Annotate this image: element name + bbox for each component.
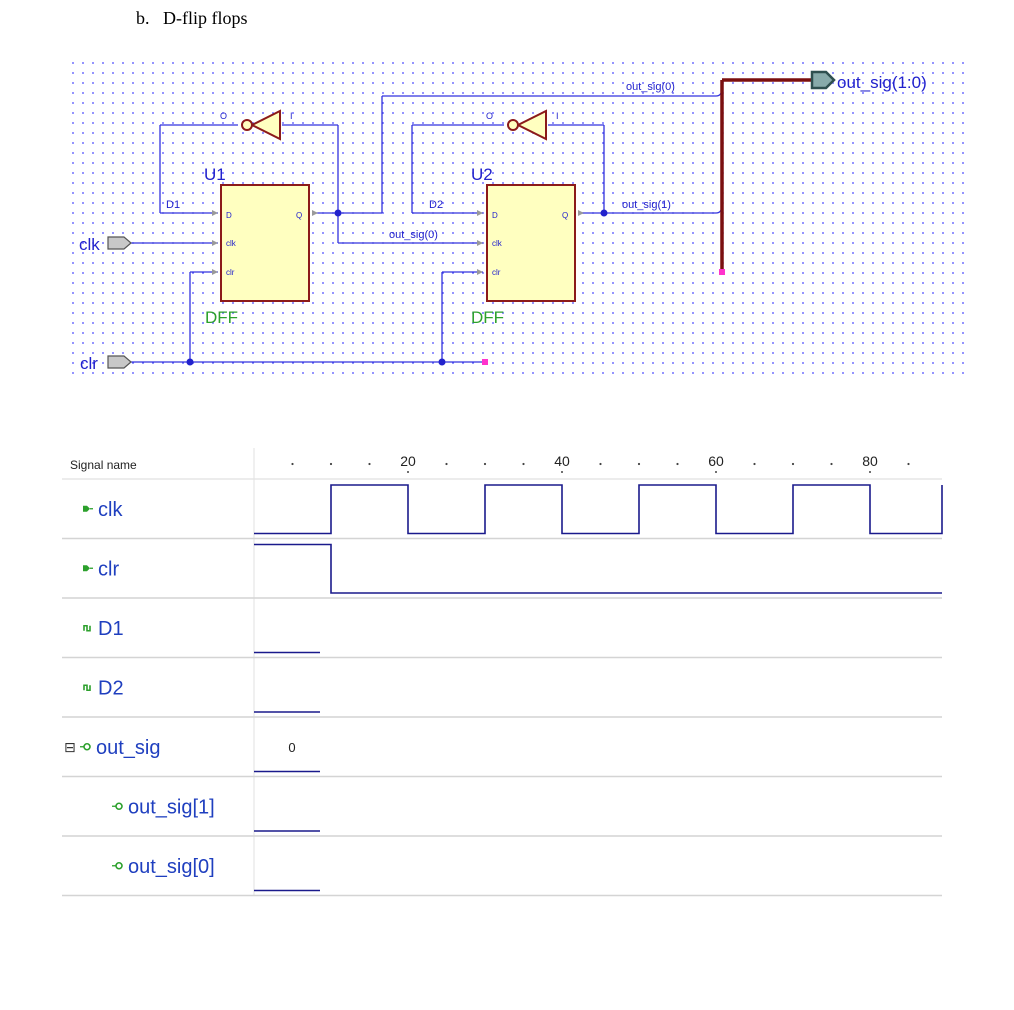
dff-u1-type-label: DFF [205, 308, 238, 327]
inverter-2-in-pin: I [556, 111, 559, 121]
signal-name: out_sig[0] [128, 856, 215, 878]
clr-waveform [254, 543, 942, 594]
inverter-1-out-pin: O [220, 111, 227, 121]
dff-u1[interactable]: U1 DFF D clk clr Q [204, 165, 310, 327]
port-clk-label: clk [79, 235, 100, 254]
internal-signal-icon [83, 624, 91, 632]
port-clr[interactable]: clr [80, 354, 132, 373]
time-tick-dot [830, 462, 833, 466]
dff-u1-clk-pin: clk [226, 239, 237, 248]
signal-name: D1 [98, 618, 124, 640]
signal-row-out_sig1[interactable]: out_sig[1] [112, 796, 215, 818]
time-tick-mark [407, 471, 409, 473]
signal-name: out_sig [96, 737, 161, 759]
time-tick-dot [368, 462, 371, 466]
clk-waveform [254, 484, 943, 535]
dff-u1-q-pin: Q [296, 211, 302, 220]
time-tick-dot [753, 462, 756, 466]
time-tick-dot [907, 462, 910, 466]
dff-u2-clk-pin: clk [492, 239, 503, 248]
output-icon [83, 742, 91, 751]
time-tick-mark [869, 471, 871, 473]
time-tick-dot [637, 462, 641, 466]
schematic-diagram: U1 DFF D clk clr Q U2 DFF D clk clr Q O … [70, 62, 965, 380]
dff-u2-clr-pin: clr [492, 268, 501, 277]
port-clr-label: clr [80, 354, 98, 373]
time-tick-mark [715, 471, 717, 473]
net-labels: D1 D2 out_sig(0) out_sig(0) out_sig(1) [166, 81, 675, 241]
pin-arrows [212, 210, 584, 275]
signal-name: out_sig[1] [128, 796, 215, 818]
signal-waveforms: 0 [254, 484, 943, 892]
signal-name: clr [98, 558, 119, 580]
dff-u2-q-pin: Q [562, 211, 568, 220]
port-out-sig[interactable]: out_sig(1:0) [810, 70, 927, 92]
dff-u1-clr-pin: clr [226, 268, 235, 277]
net-label-out1: out_sig(1) [622, 199, 671, 211]
time-ruler: 20 40 60 80 [291, 453, 910, 473]
dff-u1-d-pin: D [226, 211, 232, 220]
input-icon [83, 565, 90, 572]
port-out-sig-label: out_sig(1:0) [837, 73, 927, 92]
time-tick-dot [791, 462, 795, 466]
signal-name: clk [98, 499, 123, 521]
signal-row-out_sig0[interactable]: out_sig[0] [112, 856, 215, 878]
output-bus [720, 78, 812, 272]
section-caption: b. D-flip flops [136, 8, 248, 28]
time-tick-label: 20 [400, 453, 416, 469]
time-tick-dot [291, 462, 294, 466]
signal-row-D1[interactable]: D1 [83, 618, 124, 640]
dff-u2-d-pin: D [492, 211, 498, 220]
dff-u1-instance-name: U1 [204, 165, 226, 184]
time-tick-dot [676, 462, 679, 466]
time-tick-dot [522, 462, 525, 466]
net-end-marker [482, 359, 488, 365]
net-label-out0-top: out_sig(0) [626, 81, 675, 93]
wires [130, 95, 716, 363]
dff-u2-instance-name: U2 [471, 165, 493, 184]
dff-u2[interactable]: U2 DFF D clk clr Q [471, 165, 576, 327]
signal-row-clk[interactable]: clk [83, 499, 123, 521]
output-icon [115, 861, 123, 870]
inverter-2-out-pin: O [486, 111, 493, 121]
time-tick-mark [561, 471, 563, 473]
port-clk[interactable]: clk [79, 235, 132, 254]
net-label-out0-mid: out_sig(0) [389, 229, 438, 241]
junction-dots [186, 209, 608, 366]
inverter-1[interactable]: O I [220, 109, 293, 141]
waveform-grid [62, 448, 942, 897]
dff-u2-type-label: DFF [471, 308, 504, 327]
net-label-d2: D2 [429, 199, 443, 211]
collapse-toggle-icon[interactable]: ⊟ [64, 740, 76, 756]
input-icon [83, 505, 90, 512]
time-tick-label: 40 [554, 453, 570, 469]
bus-value: 0 [288, 740, 295, 755]
inverter-2[interactable]: O I [486, 109, 559, 141]
time-tick-dot [483, 462, 487, 466]
signal-name-header: Signal name [70, 458, 137, 472]
signal-name: D2 [98, 677, 124, 699]
time-tick-dot [329, 462, 333, 466]
time-tick-label: 80 [862, 453, 878, 469]
bus-end-marker [719, 269, 725, 275]
signal-row-out_sig[interactable]: ⊟ out_sig [64, 737, 161, 759]
net-label-d1: D1 [166, 199, 180, 211]
inverter-1-in-pin: I [290, 111, 293, 121]
signal-row-clr[interactable]: clr [83, 558, 119, 580]
output-icon [115, 802, 123, 811]
time-tick-dot [445, 462, 448, 466]
time-tick-label: 60 [708, 453, 724, 469]
time-tick-dot [599, 462, 602, 466]
internal-signal-icon [83, 684, 91, 692]
signal-row-D2[interactable]: D2 [83, 677, 124, 699]
